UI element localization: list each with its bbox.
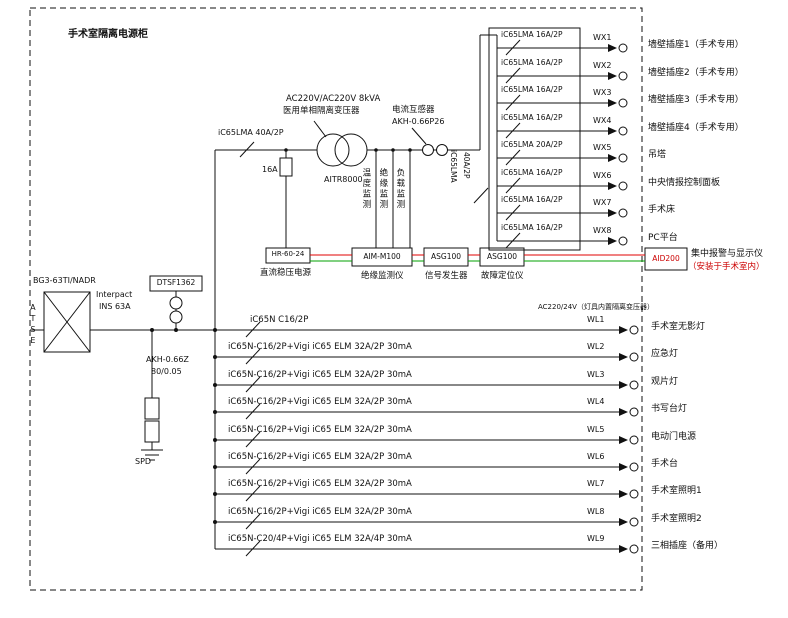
incoming-ct-model-label: AKH-0.66Z [146, 355, 189, 364]
wl-load-label: 三相插座（备用） [651, 541, 724, 551]
isolation-transformer-symbol [313, 120, 368, 167]
cabinet-border [29, 7, 643, 591]
current-transformer-symbol [411, 127, 448, 156]
fault-locator-name-label: 故障定位仪 [481, 271, 524, 281]
wl-load-label: 手术室照明2 [651, 514, 702, 524]
wx-breaker-label: iC65LMA 16A/2P [501, 113, 563, 122]
feeder-circuit-lines [90, 325, 639, 554]
wl-breaker-label: iC65N-C16/2P+Vigi iC65 ELM 32A/2P 30mA [228, 425, 412, 435]
transformer-model-label: AITR8000 [324, 175, 363, 184]
wx-breaker-label: iC65LMA 16A/2P [501, 195, 563, 204]
wx-wire-label: WX7 [593, 198, 612, 207]
wx-wire-label: WX5 [593, 143, 612, 152]
wx-load-label: 墙壁插座2（手术专用） [648, 68, 744, 78]
alarm-display-model-label: AID200 [652, 254, 680, 263]
wx-breaker-label: iC65LMA 16A/2P [501, 85, 563, 94]
wl-load-label: 电动门电源 [651, 432, 697, 442]
tap-load-label: 负载监测 [394, 168, 405, 210]
cabinet-title: 手术室隔离电源柜 [68, 29, 148, 40]
wx-wire-label: WX3 [593, 88, 612, 97]
outgoing-breaker-label-1: iC65LMA [448, 150, 458, 183]
wx-wire-label: WX2 [593, 61, 612, 70]
wl-wire-label: WL6 [587, 452, 605, 461]
wl-load-label: 手术室无影灯 [651, 322, 706, 332]
signal-generator-name-label: 信号发生器 [425, 271, 468, 281]
ct-title-label: 电流互感器 [392, 105, 435, 115]
lighting-note-label: AC220/24V（灯具内置隔离变压器） [538, 303, 654, 311]
device-boxes [265, 247, 688, 271]
wx-wire-label: WX4 [593, 116, 612, 125]
socket-circuit-lines [497, 43, 628, 246]
wl-breaker-label: iC65N-C16/2P+Vigi iC65 ELM 32A/2P 30mA [228, 479, 412, 489]
dc-supply-model-label: HR-60-24 [271, 250, 305, 258]
alarm-display-note-label: （安装于手术室内） [688, 262, 765, 272]
wx-breaker-label: iC65LMA 16A/2P [501, 58, 563, 67]
wx-load-label: 手术床 [648, 205, 676, 215]
metering-symbol [149, 275, 203, 330]
wx-load-label: 墙壁插座3（手术专用） [648, 95, 744, 105]
ct-model-label: AKH-0.66P26 [392, 117, 445, 126]
wl-breaker-label: iC65N-C16/2P+Vigi iC65 ELM 32A/2P 30mA [228, 397, 412, 407]
wl-breaker-label: iC65N-C16/2P+Vigi iC65 ELM 32A/2P 30mA [228, 507, 412, 517]
wl-wire-label: WL2 [587, 342, 605, 351]
wl-wire-label: WL8 [587, 507, 605, 516]
wl-wire-label: WL7 [587, 479, 605, 488]
outgoing-breaker-label-2: 40A/2P [461, 152, 471, 179]
wx-breaker-label: iC65LMA 16A/2P [501, 168, 563, 177]
energy-meter-label: DTSF1362 [156, 278, 196, 287]
transformer-name-label: 医用单相隔离变压器 [283, 106, 360, 116]
wl-breaker-label: iC65N-C16/2P+Vigi iC65 ELM 32A/2P 30mA [228, 370, 412, 380]
wx-load-label: 吊塔 [648, 150, 667, 160]
signal-generator-model-label: ASG100 [430, 252, 462, 261]
tap-insulation-label: 绝缘监测 [377, 168, 388, 210]
wx-breaker-label: iC65LMA 20A/2P [501, 140, 563, 149]
spd-branch-symbol [141, 330, 163, 461]
wl-wire-label: WL4 [587, 397, 605, 406]
wl-load-label: 应急灯 [651, 349, 679, 359]
wx-wire-label: WX1 [593, 33, 612, 42]
wl-wire-label: WL9 [587, 534, 605, 543]
primary-breaker-label: iC65LMA 40A/2P [218, 128, 284, 137]
wx-load-label: 中央情报控制面板 [648, 178, 721, 188]
wl-wire-label: WL1 [587, 315, 605, 324]
dc-fuse-rating-label: 16A [262, 165, 278, 174]
switch-model-label: INS 63A [99, 302, 131, 311]
wl-wire-label: WL3 [587, 370, 605, 379]
switch-brand-label: Interpact [96, 290, 133, 299]
wx-wire-label: WX6 [593, 171, 612, 180]
transformer-rating-label: AC220V/AC220V 8kVA [286, 94, 381, 104]
wx-breaker-label: iC65LMA 16A/2P [501, 30, 563, 39]
switch-type-label: ATSE [28, 303, 38, 347]
wx-load-label: 墙壁插座1（手术专用） [648, 40, 744, 50]
insulation-monitor-model-label: AIM-M100 [363, 252, 401, 261]
wl-load-label: 手术台 [651, 459, 679, 469]
wx-wire-label: WX8 [593, 226, 612, 235]
wx-load-label: PC平台 [648, 233, 678, 243]
incoming-device-label: BG3-63TI/NADR [33, 276, 96, 285]
tap-temperature-label: 温度监测 [360, 168, 371, 210]
wx-load-label: 墙壁插座4（手术专用） [648, 123, 744, 133]
wx-breaker-label: iC65LMA 16A/2P [501, 223, 563, 232]
junction-dots [150, 148, 412, 524]
dc-supply-name-label: 直流稳压电源 [260, 268, 312, 278]
wl-breaker-label: iC65N C16/2P [250, 315, 309, 325]
incoming-switch-symbol [30, 291, 91, 353]
alarm-display-name-label: 集中报警与显示仪 [691, 249, 764, 259]
wl-wire-label: WL5 [587, 425, 605, 434]
wl-load-label: 手术室照明1 [651, 486, 702, 496]
wl-breaker-label: iC65N-C16/2P+Vigi iC65 ELM 32A/2P 30mA [228, 342, 412, 352]
incoming-ct-ratio-label: 80/0.05 [151, 367, 182, 376]
wl-breaker-label: iC65N-C20/4P+Vigi iC65 ELM 32A/4P 30mA [228, 534, 412, 544]
wl-load-label: 书写台灯 [651, 404, 688, 414]
wl-breaker-label: iC65N-C16/2P+Vigi iC65 ELM 32A/2P 30mA [228, 452, 412, 462]
insulation-monitor-name-label: 绝缘监测仪 [361, 271, 404, 281]
wl-load-label: 观片灯 [651, 377, 679, 387]
fault-locator-model-label: ASG100 [486, 252, 518, 261]
distribution-lines [214, 34, 498, 549]
spd-label: SPD [135, 457, 152, 466]
socket-panel-box [488, 27, 581, 251]
